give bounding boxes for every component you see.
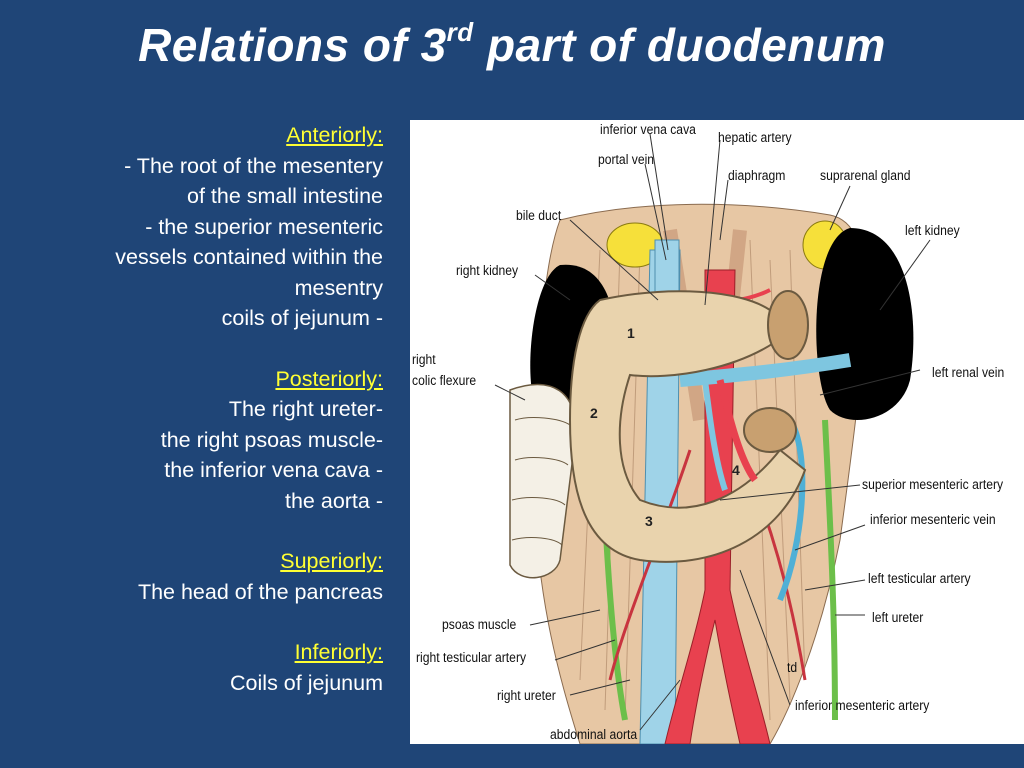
anteriorly-line: coils of jejunum - (221, 306, 383, 330)
superiorly-heading: Superiorly: (280, 549, 383, 573)
part-number-2: 2 (590, 405, 598, 421)
right-testicular-artery (608, 449, 692, 681)
part-number-4: 4 (732, 462, 740, 478)
posteriorly-line: the inferior vena cava - (164, 458, 383, 482)
label-suprarenal-gland: suprarenal gland (820, 168, 911, 183)
label-right-colic-flexure: right (412, 352, 436, 367)
posteriorly-line: the right psoas muscle- (160, 427, 383, 452)
colon-haustra (511, 417, 571, 546)
label-inferior-mesenteric-vein: inferior mesenteric vein (870, 512, 996, 527)
leader-lines (494, 133, 931, 731)
relations-text: Anteriorly: - The root of the mesentery … (40, 120, 383, 698)
superiorly-line: The head of the pancreas (137, 579, 383, 604)
duodenojejunal-flexure (767, 290, 809, 360)
label-right-kidney: right kidney (456, 263, 519, 278)
anteriorly-heading: Anteriorly: (286, 123, 383, 147)
left-renal-vein (679, 353, 852, 387)
posteriorly-line: The right ureter- (228, 397, 383, 421)
label-bile-duct: bile duct (516, 208, 562, 223)
anteriorly-line: - The root of the mesentery (124, 153, 383, 178)
label-left-kidney: left kidney (905, 223, 960, 238)
label-left-renal-vein: left renal vein (932, 365, 1005, 380)
title-main: Relations of 3 (138, 19, 447, 71)
part-number-3: 3 (645, 513, 653, 529)
fourth-part-opening (743, 407, 797, 453)
portal-vein (654, 239, 680, 301)
label-inferior-vena-cava: inferior vena cava (600, 122, 696, 137)
anteriorly-line: - the superior mesenteric (145, 214, 383, 239)
label-right-ureter: right ureter (497, 688, 556, 703)
title-superscript: rd (446, 16, 474, 47)
label-diaphragm: diaphragm (728, 168, 786, 183)
anteriorly-line: of the small intestine (187, 184, 383, 208)
inferiorly-heading: Inferiorly: (294, 640, 383, 664)
label-right-colic-flexure: colic flexure (412, 373, 477, 388)
left-ureter (822, 419, 838, 721)
label-portal-vein: portal vein (598, 152, 655, 167)
title-rest: part of duodenum (473, 19, 886, 71)
spacer (40, 607, 383, 637)
label-superior-mesenteric-artery: superior mesenteric artery (862, 477, 1004, 492)
superior-mesenteric-vein (702, 379, 728, 491)
label-left-testicular-artery: left testicular artery (868, 571, 971, 586)
posteriorly-heading: Posteriorly: (275, 366, 383, 391)
inferiorly-line: Coils of jejunum (230, 670, 383, 695)
label-inferior-mesenteric-artery: inferior mesenteric artery (795, 698, 930, 713)
anteriorly-line: mesentry (294, 275, 383, 300)
part-number-1: 1 (627, 325, 635, 341)
label-abdominal-aorta: abdominal aorta (550, 727, 638, 742)
anteriorly-line: vessels contained within the (115, 245, 383, 269)
duodenum-diagram: 1 2 3 4 inferior vena cava hepatic arter… (410, 120, 1024, 744)
label-left-ureter: left ureter (872, 610, 924, 625)
left-kidney (816, 228, 914, 420)
label-right-testicular-artery: right testicular artery (416, 650, 527, 665)
label-psoas-muscle: psoas muscle (442, 617, 517, 632)
superior-mesenteric-artery (716, 379, 758, 483)
anatomy-illustration (494, 133, 931, 744)
spacer (40, 516, 383, 546)
label-hepatic-artery: hepatic artery (718, 130, 792, 145)
label-td: td (787, 660, 798, 675)
spacer (40, 334, 383, 364)
posteriorly-line: the aorta - (285, 488, 383, 513)
slide-title: Relations of 3rd part of duodenum (0, 16, 1024, 72)
